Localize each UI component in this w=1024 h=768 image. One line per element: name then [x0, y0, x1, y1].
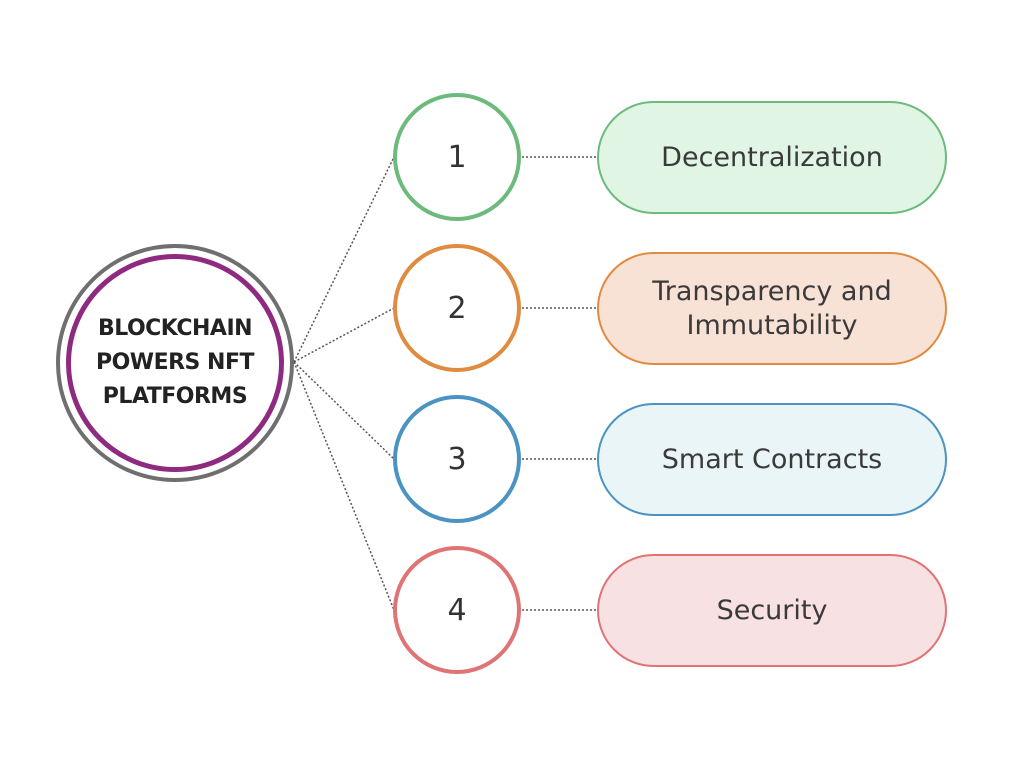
item-pill-1: Decentralization [597, 101, 947, 214]
number-circle-2: 2 [393, 244, 521, 372]
item-pill-4: Security [597, 554, 947, 667]
item-label-4: Security [716, 594, 828, 626]
number-label-4: 4 [447, 592, 467, 628]
number-label-2: 2 [447, 290, 467, 326]
number-label-1: 1 [447, 139, 467, 175]
item-label-1: Decentralization [661, 141, 883, 173]
number-circle-4: 4 [393, 546, 521, 674]
number-circle-3: 3 [393, 395, 521, 523]
hub-connector-3 [293, 361, 395, 460]
item-label-3: Smart Contracts [661, 443, 883, 475]
hub-connector-2 [293, 307, 395, 363]
hub-connector-1 [293, 156, 395, 363]
item-pill-2: Transparency and Immutability [597, 252, 947, 365]
number-label-3: 3 [447, 441, 467, 477]
hub-inner-ring: BLOCKCHAIN POWERS NFT PLATFORMS [66, 254, 284, 472]
item-label-2: Transparency and Immutability [652, 275, 892, 341]
hub-connector-4 [293, 361, 395, 611]
number-circle-1: 1 [393, 93, 521, 221]
item-pill-3: Smart Contracts [597, 403, 947, 516]
hub-title: BLOCKCHAIN POWERS NFT PLATFORMS [95, 316, 255, 409]
